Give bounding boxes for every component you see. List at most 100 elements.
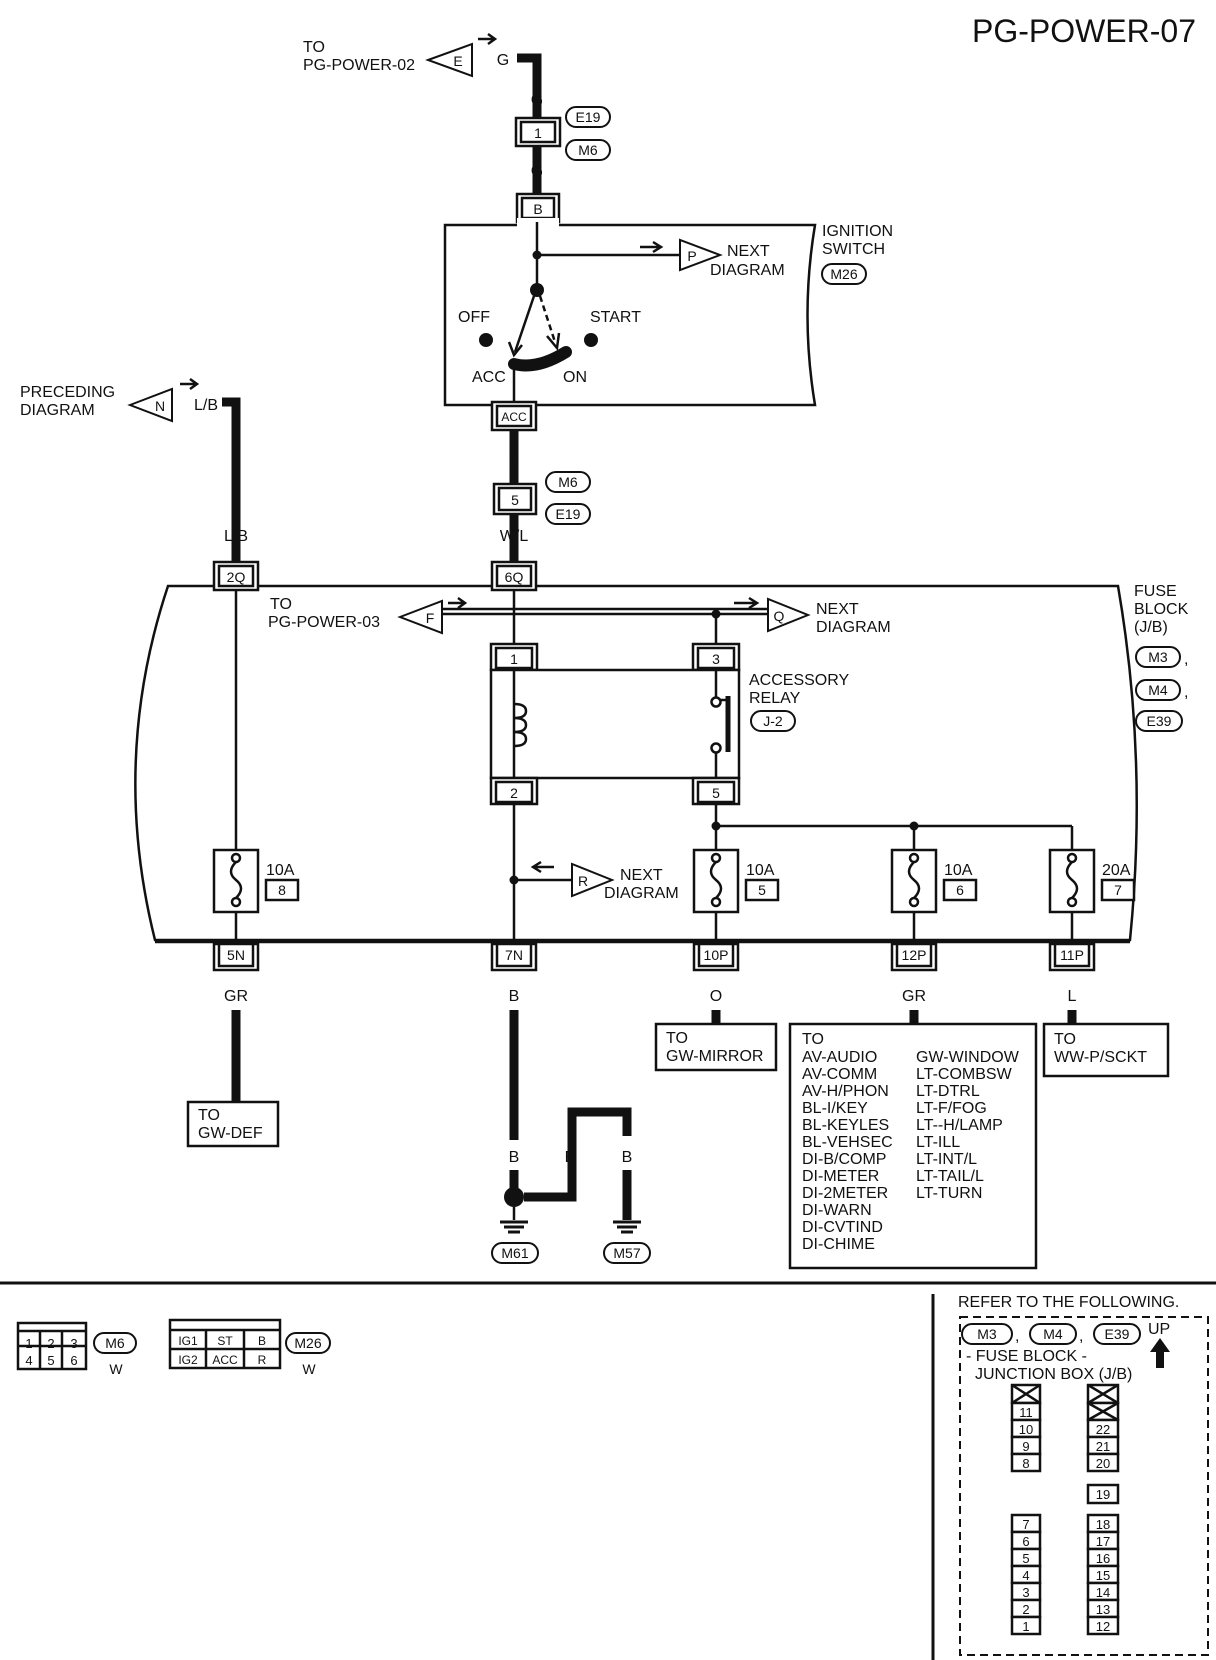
m26-pin: R (258, 1353, 267, 1367)
jb-label: (J/B) (1134, 619, 1168, 636)
jb-cell: 8 (1022, 1456, 1029, 1471)
conn-e39-label: E39 (1147, 713, 1172, 729)
ign-pin-b-label: B (533, 201, 542, 217)
fuse-7-number: 7 (1114, 882, 1122, 898)
jb-cell: 17 (1096, 1534, 1110, 1549)
on-label: ON (563, 369, 587, 386)
m26-pin: ST (217, 1334, 233, 1348)
ground-m57-badge (603, 1242, 651, 1264)
connector-face-m6: 1 2 3 4 5 6 M6 W (16, 1321, 137, 1377)
to-pg-power-02-label: PG-POWER-02 (303, 57, 415, 74)
m6-pin: 1 (25, 1336, 32, 1351)
connector-f-letter: F (426, 610, 435, 626)
jb-left-column: 11 10 9 8 7 6 5 4 3 2 1 (1010, 1383, 1042, 1636)
block-label: BLOCK (1134, 601, 1189, 618)
dest-item: DI-2METER (802, 1185, 888, 1202)
pin-10p-label: 10P (704, 947, 729, 963)
relay-conn-label: J-2 (763, 713, 783, 729)
relay-conn-badge (750, 710, 796, 732)
wire-color-l: L (510, 453, 519, 470)
jb-cell: 21 (1096, 1439, 1110, 1454)
conn-m4-label: M4 (1148, 682, 1168, 698)
comma: , (1015, 1328, 1019, 1345)
dest-list-to: TO (802, 1031, 824, 1048)
fuse-5-amps: 10A (746, 862, 775, 879)
comma: , (1184, 651, 1188, 668)
pin-5-label: 5 (511, 492, 519, 508)
fuse-icon (709, 861, 723, 899)
fuse-label: FUSE (1134, 583, 1177, 600)
dest-ww-psckt (1042, 1022, 1170, 1078)
comma: , (1184, 684, 1188, 701)
dest-gw-def-label: GW-DEF (198, 1125, 263, 1142)
jb-cell: 11 (1019, 1405, 1033, 1420)
dest-item: LT-DTRL (916, 1083, 980, 1100)
preceding-n-letter: N (155, 398, 165, 414)
wire-color-b-2: B (509, 1149, 520, 1166)
dest-item: AV-AUDIO (802, 1049, 877, 1066)
refer-e39: E39 (1105, 1326, 1130, 1342)
conn-m26-label: M26 (830, 266, 857, 282)
conn-m6-badge-2 (545, 471, 591, 493)
ground-m61-label: M61 (501, 1245, 528, 1261)
flow-arrow-icon (448, 596, 468, 610)
refer-heading: REFER TO THE FOLLOWING. (958, 1294, 1179, 1311)
dest-gw-mirror-label: GW-MIRROR (666, 1048, 763, 1065)
dest-item: LT--H/LAMP (916, 1117, 1003, 1134)
jb-cell: 3 (1022, 1585, 1029, 1600)
jb-cell: 4 (1022, 1568, 1029, 1583)
jb-cell: 14 (1096, 1585, 1110, 1600)
conn-e19-badge-2 (545, 503, 591, 525)
off-label: OFF (458, 309, 490, 326)
connector-e-letter: E (453, 53, 462, 69)
fuse-5-number-box (744, 878, 780, 902)
m6-pin: 4 (25, 1353, 32, 1368)
ign-pin-acc-label: ACC (501, 410, 527, 424)
fuse-icon (907, 861, 921, 899)
wire-color-o: O (710, 988, 722, 1005)
jb-cell: 15 (1096, 1568, 1110, 1583)
flow-arrow-icon (640, 240, 664, 254)
wire-color-wl: W/L (500, 528, 529, 545)
wire-color-gr-2: GR (902, 988, 926, 1005)
next-label: NEXT (727, 243, 770, 260)
jb-cell: 19 (1096, 1487, 1110, 1502)
conn-m3-badge (1135, 646, 1181, 668)
preceding-label: PRECEDING (20, 384, 115, 401)
m6-pin: 6 (70, 1353, 77, 1368)
dest-list-box (788, 1022, 1038, 1270)
conn-m3-label: M3 (1148, 649, 1168, 665)
relay-coil-icon (513, 702, 528, 748)
up-arrow-icon (1150, 1338, 1170, 1368)
jb-cell: 10 (1019, 1422, 1033, 1437)
jb-cell: 9 (1022, 1439, 1029, 1454)
m6-pin: 2 (47, 1336, 54, 1351)
jb-cell: 20 (1096, 1456, 1110, 1471)
jb-cell: 7 (1022, 1517, 1029, 1532)
fuse-5-number: 5 (758, 882, 766, 898)
pin-5n-label: 5N (227, 947, 245, 963)
next-q-pointer (767, 597, 811, 633)
conn-m6-label: M6 (578, 142, 598, 158)
diagram-label-2: DIAGRAM (816, 619, 891, 636)
flow-arrow-icon (734, 596, 760, 610)
m6-id: M6 (105, 1335, 125, 1351)
fuse-6-number-box (942, 878, 978, 902)
dest-item: BL-KEYLES (802, 1117, 889, 1134)
fuse-icon (229, 861, 243, 899)
dest-item: DI-METER (802, 1168, 879, 1185)
dest-item: DI-B/COMP (802, 1151, 886, 1168)
fuse-8-number-box (264, 878, 300, 902)
preceding-n-pointer (127, 387, 173, 423)
next-r-letter: R (578, 873, 588, 889)
jb-cell: 13 (1096, 1602, 1110, 1617)
relay-pin-3-label: 3 (712, 651, 720, 667)
dest-item: AV-COMM (802, 1066, 877, 1083)
switch-start-contact (584, 333, 598, 347)
conn-m6-badge (565, 139, 611, 161)
jb-cell: 18 (1096, 1517, 1110, 1532)
flow-arrow-icon (180, 377, 200, 391)
start-label: START (590, 309, 641, 326)
m26-pin: IG1 (178, 1334, 198, 1348)
relay-label-2: RELAY (749, 690, 801, 707)
